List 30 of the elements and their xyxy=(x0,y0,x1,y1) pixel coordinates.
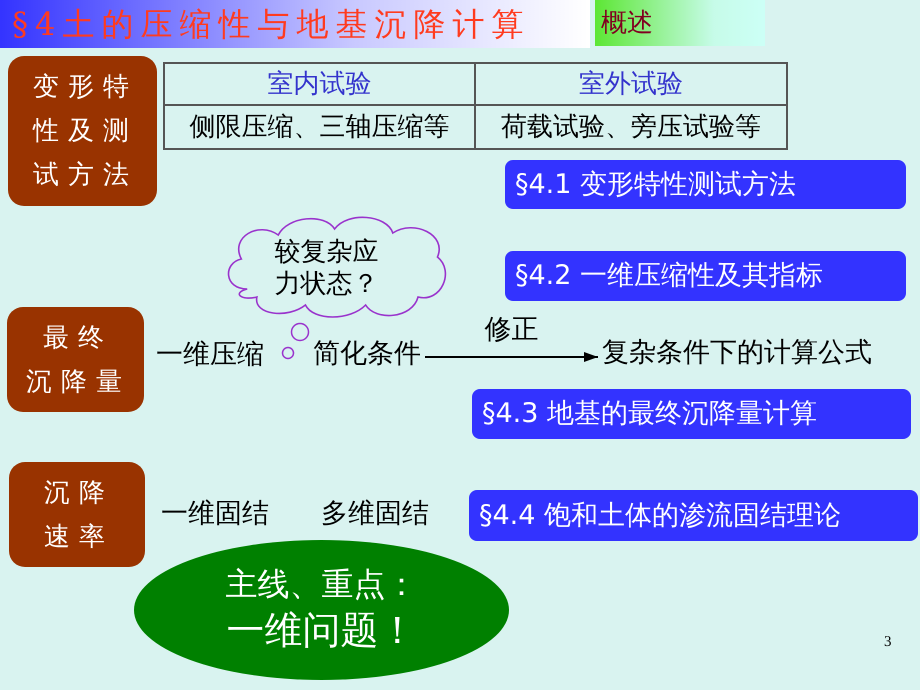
section-box xyxy=(469,490,918,541)
term-text: 一维压缩 xyxy=(156,338,264,372)
page-number: 3 xyxy=(884,633,892,652)
table-cell: 侧限压缩、三轴压缩等 xyxy=(165,106,476,148)
section-tab: 概述 xyxy=(595,0,765,46)
topic-box xyxy=(8,56,157,206)
term-text: 多维固结 xyxy=(321,497,429,531)
column-header: 室外试验 xyxy=(476,64,786,106)
arrow xyxy=(425,352,598,362)
section-box xyxy=(505,160,906,209)
ellipse-text: 一维问题！ xyxy=(226,607,416,654)
flow-text: 复杂条件下的计算公式 xyxy=(602,336,872,370)
section-title: §4.4 饱和土体的渗流固结理论 xyxy=(479,498,842,532)
topic-box xyxy=(9,462,145,567)
section-box xyxy=(472,389,911,439)
term-text: 一维固结 xyxy=(161,497,269,531)
ellipse-heading: 主线、重点： xyxy=(226,564,418,605)
flow-text: 简化条件 xyxy=(313,337,421,371)
section-title: §4.2 一维压缩性及其指标 xyxy=(515,259,824,293)
cloud-text: 较复杂应力状态？ xyxy=(274,236,380,300)
topic-label: 变形特性及测试方法 xyxy=(33,71,139,192)
table-cell-text: 荷载试验、旁压试验等 xyxy=(500,110,762,144)
topic-box xyxy=(7,307,144,412)
column-header: 室内试验 xyxy=(165,64,476,106)
slide-title: §4土的压缩性与地基沉降计算 xyxy=(12,4,530,44)
section-title: §4.3 地基的最终沉降量计算 xyxy=(482,397,818,431)
section-box xyxy=(505,251,906,301)
topic-label: 沉降速率 xyxy=(44,476,115,554)
topic-label: 最终沉降量 xyxy=(26,322,132,398)
section-title: §4.1 变形特性测试方法 xyxy=(515,168,796,202)
